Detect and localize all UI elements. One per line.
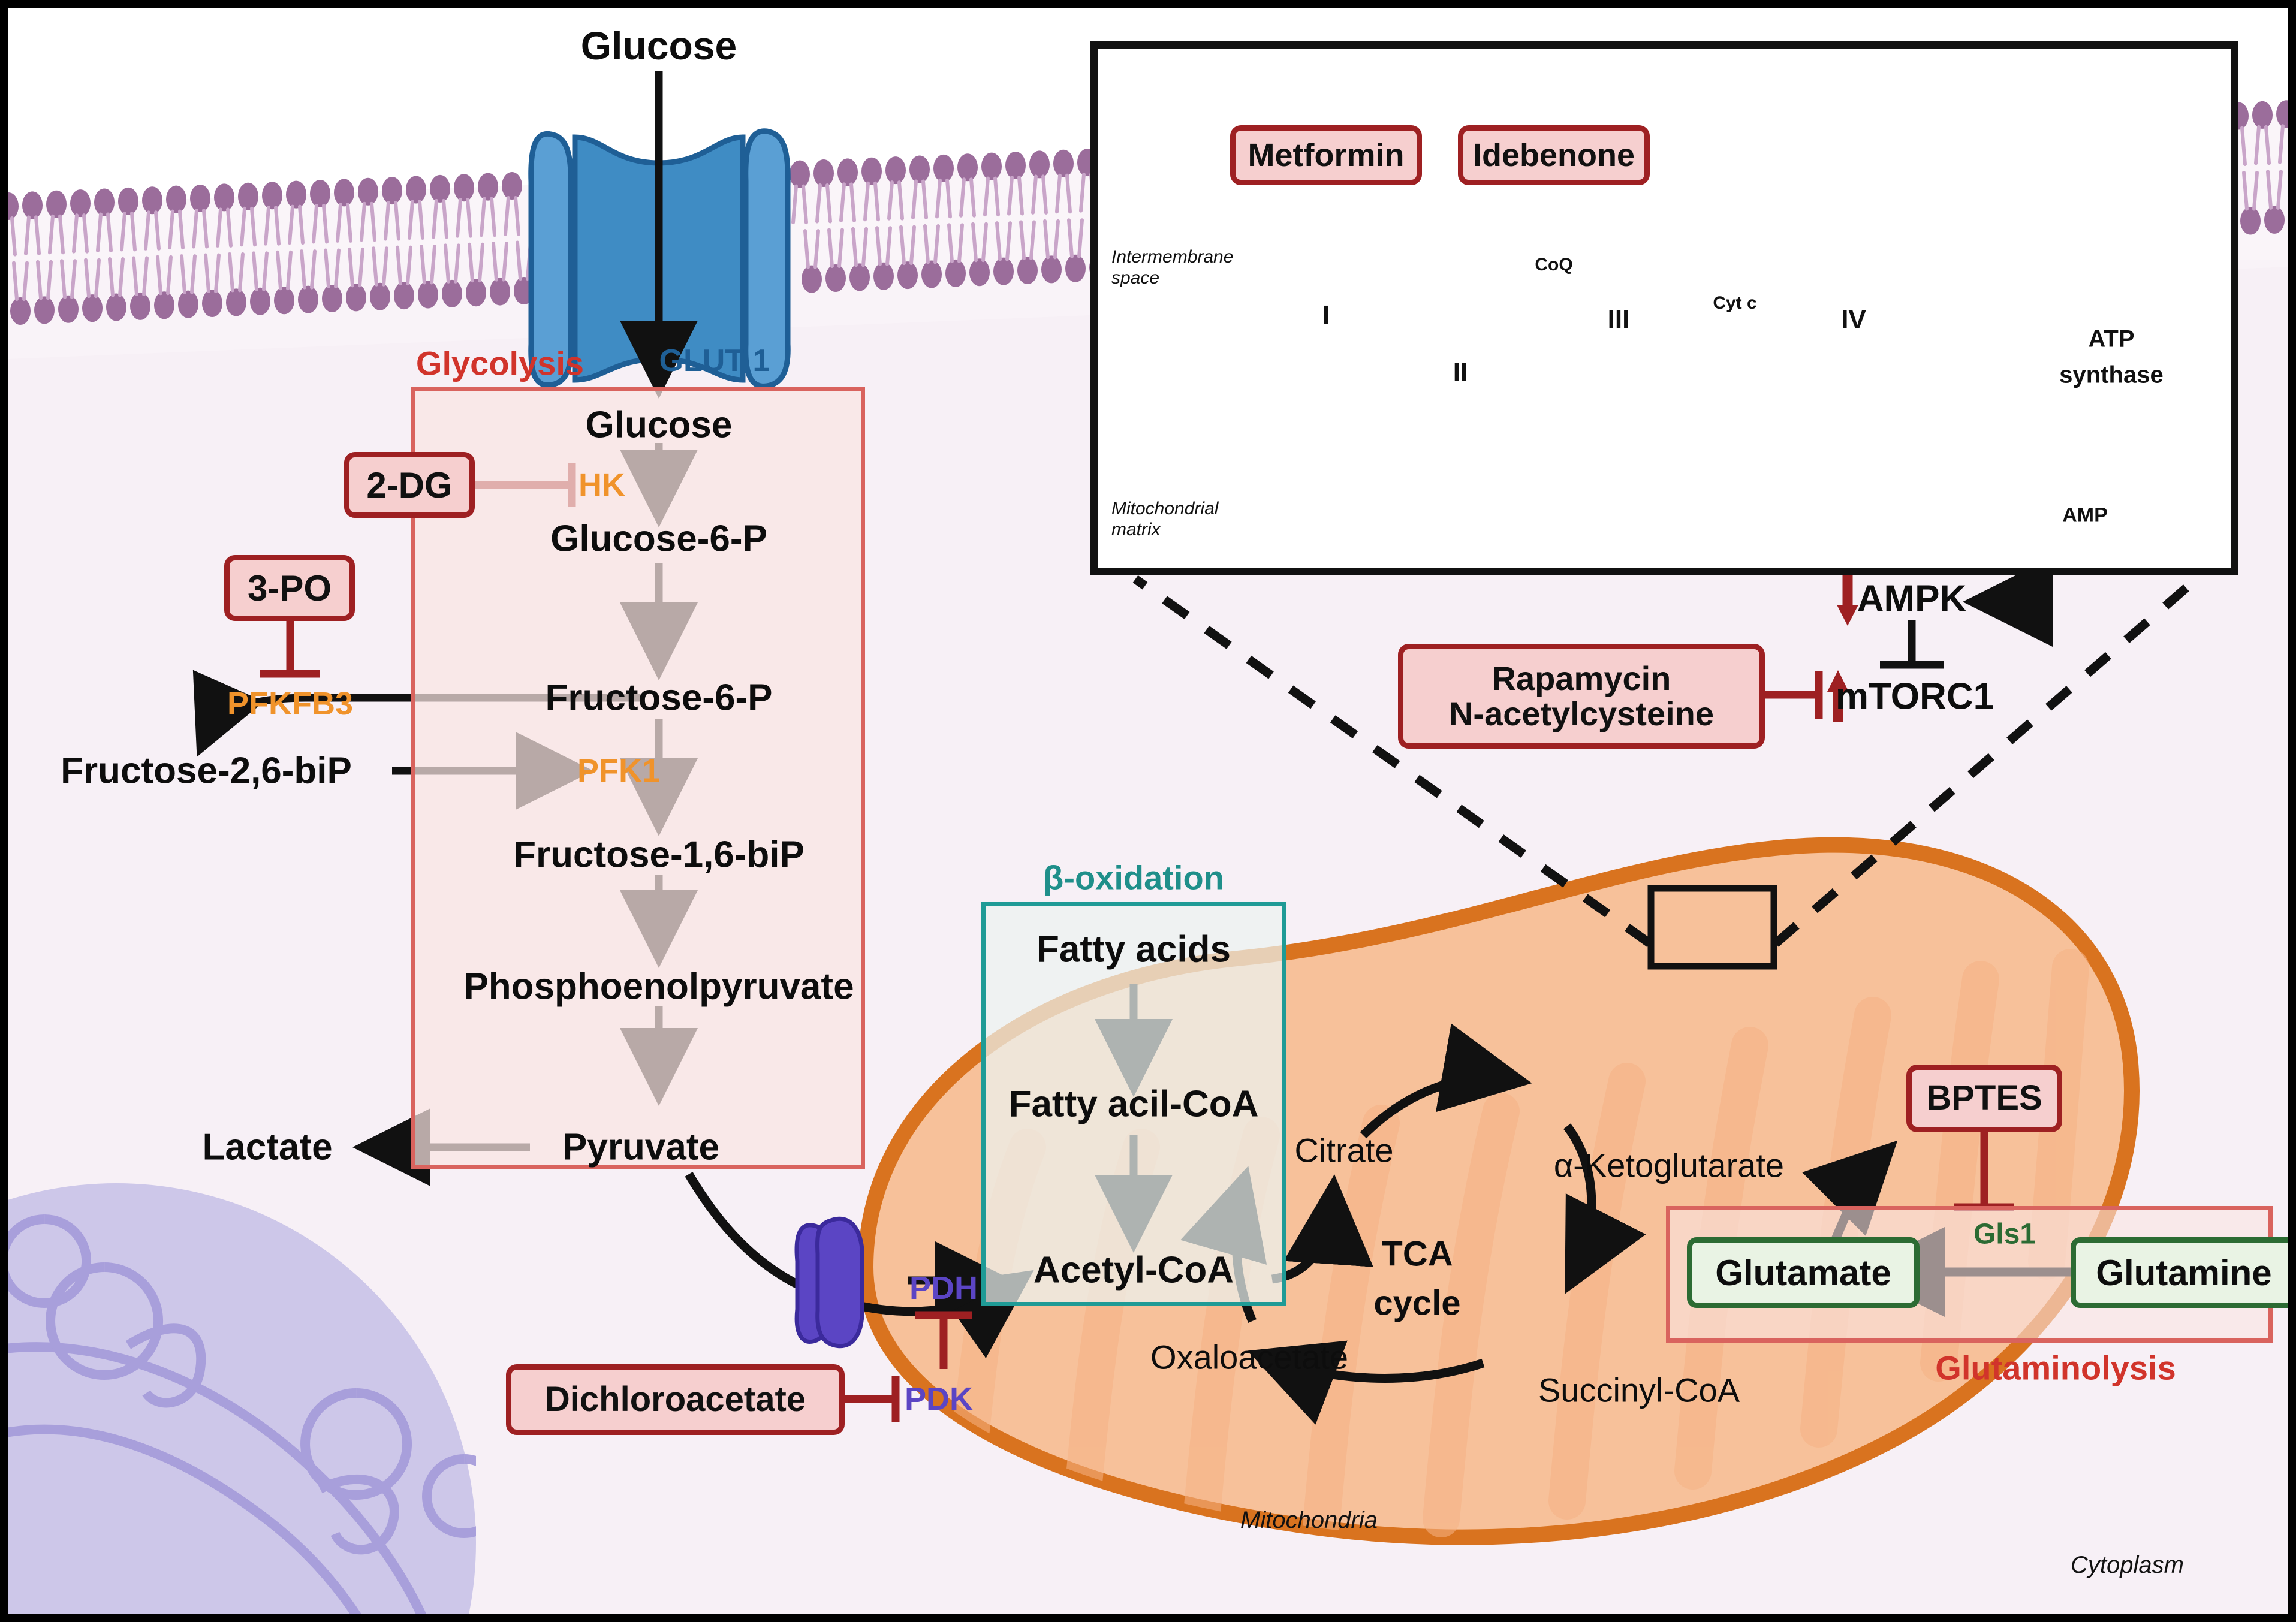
atp-synthase-label-line1: ATP [2088,325,2135,352]
enzyme-pfk1-label: PFK1 [577,753,661,789]
metabolite-f26bp-label: Fructose-2,6-biP [61,750,352,792]
pyruvate-carrier [794,1216,864,1349]
drug-3po-box[interactable]: 3-PO [224,555,355,621]
drug-dichloroacetate-label: Dichloroacetate [544,1379,806,1419]
atp-label: ATP [2159,504,2198,527]
glycolysis-title: Glycolysis [415,344,584,382]
atp-to-ampk-arrow [1963,557,2053,647]
tca-metabolite-citrate: Citrate [1294,1131,1394,1169]
drug-3po-label: 3-PO [247,568,332,608]
atp-synthase-label-line2: synthase [2059,361,2164,388]
glycolysis-step-pyruvate: Pyruvate [562,1126,719,1168]
mtorc1-up-arrow [1827,670,1849,722]
metabolite-glutamate-box: Glutamate [1687,1237,1920,1308]
complex-iv-label: IV [1841,305,1866,334]
tca-cycle-title-line2: cycle [1373,1283,1461,1323]
cytoplasm-label: Cytoplasm [2071,1552,2184,1578]
drug-bptes-box[interactable]: BPTES [1906,1065,2062,1132]
tca-metabolite-oxaloacetate: Oxaloacetate [1150,1338,1348,1376]
drug-nac-label: N-acetylcysteine [1448,694,1714,732]
enzyme-pdh-label: PDH [909,1270,978,1306]
beta-oxidation-step-fatty-acil-coa: Fatty acil-CoA [1008,1083,1259,1125]
complex-iii-label: III [1607,305,1630,334]
metabolite-glutamine-label: Glutamine [2096,1252,2272,1293]
etc-inset-panel [1090,41,2238,575]
mitochondria-label: Mitochondria [1240,1507,1378,1533]
mitochondrial-matrix-label: Mitochondrial matrix [1111,499,1219,539]
cytc-label: Cyt c [1713,293,1757,313]
complex-i-label: I [1322,300,1330,330]
glycolysis-box [411,387,865,1169]
ampk-label: AMPK [1857,578,1967,620]
extracellular-glucose-label: Glucose [580,23,737,68]
drug-dichloroacetate-box[interactable]: Dichloroacetate [506,1364,845,1435]
ampk-inhibits-mtorc1 [1880,620,1944,669]
enzyme-hk-label: HK [578,467,625,503]
glut1-label: GLUT 1 [659,343,770,378]
beta-oxidation-title: β-oxidation [1043,858,1224,897]
beta-oxidation-step-fatty-acids: Fatty acids [1036,928,1231,970]
glycolysis-step-glucose: Glucose [585,404,733,446]
metabolite-glutamate-label: Glutamate [1715,1252,1891,1293]
glycolysis-step-f16bp: Fructose-1,6-biP [513,834,804,876]
glycolysis-step-f6p: Fructose-6-P [545,677,773,719]
beta-oxidation-step-acetyl-coa: Acetyl-CoA [1033,1249,1234,1291]
f6p-to-f26bp-arrow [192,670,644,757]
mtorc1-label: mTORC1 [1835,676,1994,717]
metabolite-lactate-label: Lactate [202,1126,333,1168]
drug-2dg-box[interactable]: 2-DG [344,452,475,518]
drug-idebenone-box[interactable]: Idebenone [1458,125,1650,185]
drug-bptes-label: BPTES [1926,1078,2042,1118]
glycolysis-step-g6p: Glucose-6-P [550,518,767,560]
drug-2dg-label: 2-DG [366,465,453,505]
glutaminolysis-title: Glutaminolysis [1935,1349,2176,1387]
coq-label: CoQ [1535,255,1573,275]
nucleus-and-er [8,1183,476,1614]
drug-idebenone-label: Idebenone [1472,137,1635,173]
drug-rapamycin-nac-box[interactable]: Rapamycin N-acetylcysteine [1398,644,1765,749]
glycolysis-step-pep: Phosphoenolpyruvate [463,966,854,1008]
ampk-down-arrow [1837,575,1858,626]
enzyme-gls1-label: Gls1 [1973,1218,2036,1250]
callout-dashed-lines [1132,575,2199,948]
intermembrane-space-label: Intermembrane space [1111,247,1234,288]
drug-rapamycin-label: Rapamycin [1492,659,1671,697]
callout-source-rect [1647,885,1777,970]
tca-metabolite-alpha-ketoglutarate: α-Ketoglutarate [1553,1146,1785,1184]
drug-metformin-label: Metformin [1248,137,1405,173]
beta-oxidation-box [981,902,1286,1306]
amp-label: AMP [2062,504,2108,527]
complex-ii-label: II [1453,358,1468,387]
tca-cycle-title-line1: TCA [1381,1234,1453,1274]
metabolite-glutamine-box: Glutamine [2071,1237,2288,1308]
enzyme-pfkfb3-label: PFKFB3 [227,686,354,722]
enzyme-pdk-label: PDK [904,1381,974,1417]
drug-metformin-box[interactable]: Metformin [1230,125,1422,185]
tca-metabolite-succinyl-coa: Succinyl-CoA [1538,1371,1740,1409]
